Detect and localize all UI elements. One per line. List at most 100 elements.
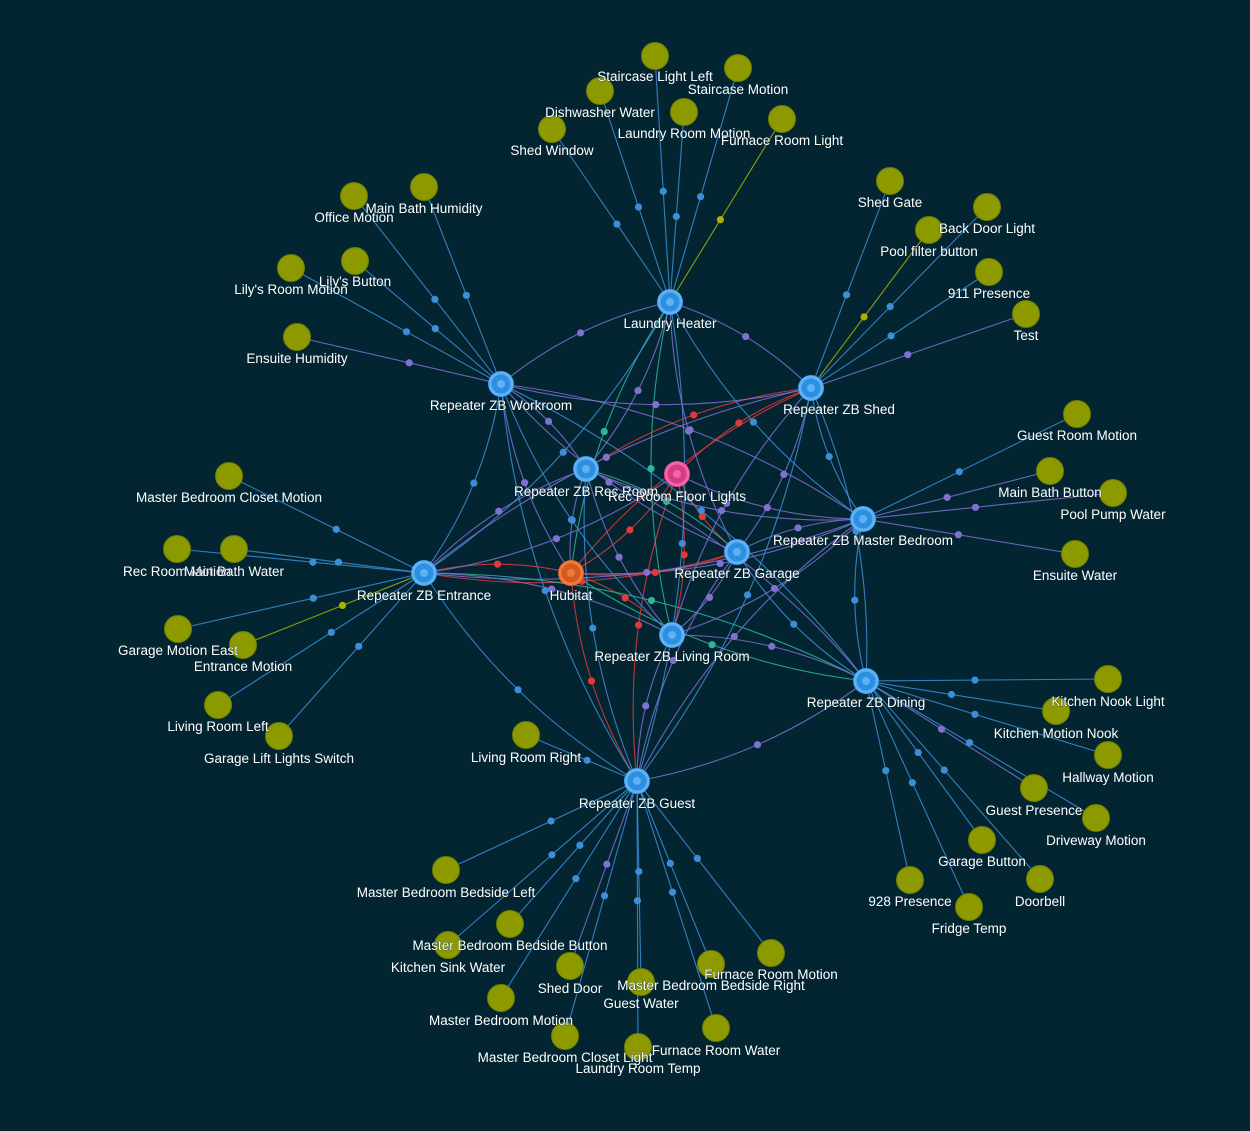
link-quality-dot <box>327 628 335 637</box>
device-node-shed-door[interactable] <box>556 952 584 980</box>
device-node-main-bath-water[interactable] <box>220 535 248 563</box>
device-node-doorbell[interactable] <box>1026 865 1054 893</box>
device-node-living-room-left[interactable] <box>204 691 232 719</box>
node-core <box>673 470 681 478</box>
device-node-master-bedroom-closet-light[interactable] <box>551 1022 579 1050</box>
link-quality-dot <box>514 686 522 694</box>
device-node-main-bath-humidity[interactable] <box>410 173 438 201</box>
device-label-guest-presence: Guest Presence <box>986 803 1083 818</box>
device-label-lilys-button: Lily's Button <box>319 274 391 289</box>
node-rz-entrance[interactable] <box>411 560 437 586</box>
device-link-ensuite-water <box>862 518 1076 555</box>
device-node-shed-window[interactable] <box>538 115 566 143</box>
device-node-guest-room-motion[interactable] <box>1063 400 1091 428</box>
node-rz-living[interactable] <box>659 622 685 648</box>
node-label-rz-rec: Repeater ZB Rec Room <box>514 484 658 499</box>
device-link-kitchen-sink-water <box>447 780 638 946</box>
link-quality-dot <box>643 568 651 576</box>
node-rz-garage[interactable] <box>724 539 750 565</box>
node-hubitat[interactable] <box>558 560 584 586</box>
device-node-kitchen-sink-water[interactable] <box>434 931 462 959</box>
device-label-driveway-motion: Driveway Motion <box>1046 833 1146 848</box>
device-node-guest-presence[interactable] <box>1020 774 1048 802</box>
device-node-laundry-room-temp[interactable] <box>624 1033 652 1061</box>
device-node-living-room-right[interactable] <box>512 721 540 749</box>
link-quality-dot <box>886 302 894 311</box>
node-label-hubitat: Hubitat <box>550 588 593 603</box>
device-node-staircase-motion[interactable] <box>724 54 752 82</box>
link-quality-dot <box>621 594 629 602</box>
device-node-garage-button[interactable] <box>968 826 996 854</box>
link-quality-dot <box>309 558 317 566</box>
node-rz-master[interactable] <box>850 506 876 532</box>
device-node-lilys-button[interactable] <box>341 247 369 275</box>
device-link-shed-gate <box>810 180 891 389</box>
device-node-master-bedroom-motion[interactable] <box>487 984 515 1012</box>
device-node-fridge-temp[interactable] <box>955 893 983 921</box>
link-quality-dot <box>402 328 411 336</box>
link-quality-dot <box>495 507 503 515</box>
device-node-rec-room-motion[interactable] <box>163 535 191 563</box>
node-label-rz-living: Repeater ZB Living Room <box>594 649 749 664</box>
device-node-driveway-motion[interactable] <box>1082 804 1110 832</box>
device-node-presence-911[interactable] <box>975 258 1003 286</box>
device-node-ensuite-water[interactable] <box>1061 540 1089 568</box>
device-node-furnace-room-light[interactable] <box>768 105 796 133</box>
device-node-main-bath-button[interactable] <box>1036 457 1064 485</box>
device-node-master-bedroom-bedside-right[interactable] <box>697 950 725 978</box>
device-node-entrance-motion[interactable] <box>229 631 257 659</box>
device-node-back-door-light[interactable] <box>973 193 1001 221</box>
link-quality-dot <box>338 601 347 610</box>
device-link-kitchen-nook-light <box>865 678 1109 682</box>
device-node-pool-pump-water[interactable] <box>1099 479 1127 507</box>
device-node-staircase-light-left[interactable] <box>641 42 669 70</box>
device-node-laundry-room-motion[interactable] <box>670 98 698 126</box>
link-quality-dot <box>613 220 621 228</box>
node-laundry-heater[interactable] <box>657 289 683 315</box>
device-node-lilys-room-motion[interactable] <box>277 254 305 282</box>
device-node-kitchen-nook-light[interactable] <box>1094 665 1122 693</box>
node-rz-workroom[interactable] <box>488 371 514 397</box>
node-core <box>567 569 575 577</box>
link-quality-dot <box>938 725 946 733</box>
link-quality-dot <box>768 642 776 650</box>
device-node-kitchen-motion-nook[interactable] <box>1042 697 1070 725</box>
device-node-hallway-motion[interactable] <box>1094 741 1122 769</box>
node-ring <box>850 506 876 532</box>
device-label-doorbell: Doorbell <box>1015 894 1065 909</box>
device-label-test: Test <box>1014 328 1039 343</box>
node-rz-shed[interactable] <box>798 375 824 401</box>
device-node-test[interactable] <box>1012 300 1040 328</box>
node-rz-guest[interactable] <box>624 768 650 794</box>
device-link-living-room-left <box>217 572 425 706</box>
node-rz-dining[interactable] <box>853 668 879 694</box>
device-label-garage-lift-lights-switch: Garage Lift Lights Switch <box>204 751 354 766</box>
node-core <box>497 380 505 388</box>
device-node-presence-928[interactable] <box>896 866 924 894</box>
device-node-ensuite-humidity[interactable] <box>283 323 311 351</box>
link-quality-dot <box>887 332 895 340</box>
link-quality-dot <box>770 584 779 593</box>
device-node-master-bedroom-closet-motion[interactable] <box>215 462 243 490</box>
device-node-master-bedroom-bedside-left[interactable] <box>432 856 460 884</box>
node-rec-floor[interactable] <box>664 461 690 487</box>
link-quality-dot <box>965 739 974 747</box>
device-node-furnace-room-water[interactable] <box>702 1014 730 1042</box>
device-label-shed-gate: Shed Gate <box>858 195 923 210</box>
device-node-master-bedroom-bedside-button[interactable] <box>496 910 524 938</box>
node-rz-rec[interactable] <box>573 456 599 482</box>
link-quality-dot <box>717 507 726 515</box>
device-node-dishwasher-water[interactable] <box>586 77 614 105</box>
link-quality-dot <box>708 641 716 649</box>
device-node-pool-filter-button[interactable] <box>915 216 943 244</box>
link-quality-dot <box>686 426 694 434</box>
device-node-garage-motion-east[interactable] <box>164 615 192 643</box>
device-node-guest-water[interactable] <box>627 968 655 996</box>
device-node-shed-gate[interactable] <box>876 167 904 195</box>
device-node-office-motion[interactable] <box>340 182 368 210</box>
device-node-garage-lift-lights-switch[interactable] <box>265 722 293 750</box>
device-label-master-bedroom-closet-light: Master Bedroom Closet Light <box>478 1050 653 1065</box>
device-link-kitchen-motion-nook <box>865 680 1057 712</box>
link-quality-dot <box>678 539 686 548</box>
device-node-furnace-room-motion[interactable] <box>757 939 785 967</box>
